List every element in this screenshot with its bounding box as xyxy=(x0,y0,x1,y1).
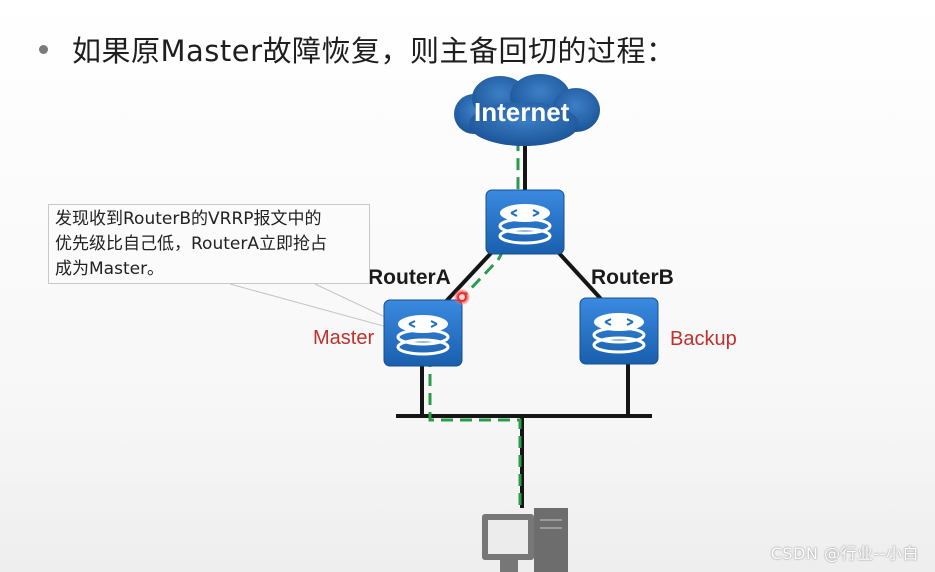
master-role-label: Master xyxy=(313,327,375,349)
router-a xyxy=(383,299,463,367)
slide-headline: 如果原Master故障恢复，则主备回切的过程： xyxy=(72,34,676,68)
link-core-routerb xyxy=(556,250,603,301)
callout-line: 成为Master。 xyxy=(55,259,165,279)
core-router xyxy=(485,189,565,255)
callout-line: 发现收到RouterB的VRRP报文中的 xyxy=(55,209,322,229)
callout-line: 优先级比自己低，RouterA立即抢占 xyxy=(55,234,327,254)
backup-role-label: Backup xyxy=(670,328,737,350)
bullet-dot xyxy=(39,45,48,54)
watermark: CSDN @行业--小白 xyxy=(770,544,919,563)
callout-pointer xyxy=(229,283,403,331)
pc-icon xyxy=(482,508,568,572)
routerb-label: RouterB xyxy=(591,266,674,289)
router-cylinder-icon xyxy=(592,313,646,354)
routera-label: RouterA xyxy=(368,266,451,289)
callout-box: 发现收到RouterB的VRRP报文中的 优先级比自己低，RouterA立即抢占… xyxy=(48,204,370,284)
router-cylinder-icon xyxy=(396,315,450,356)
router-b xyxy=(579,297,659,365)
router-cylinder-icon xyxy=(498,204,552,245)
internet-cloud xyxy=(454,74,600,146)
internet-label: Internet xyxy=(474,97,570,127)
